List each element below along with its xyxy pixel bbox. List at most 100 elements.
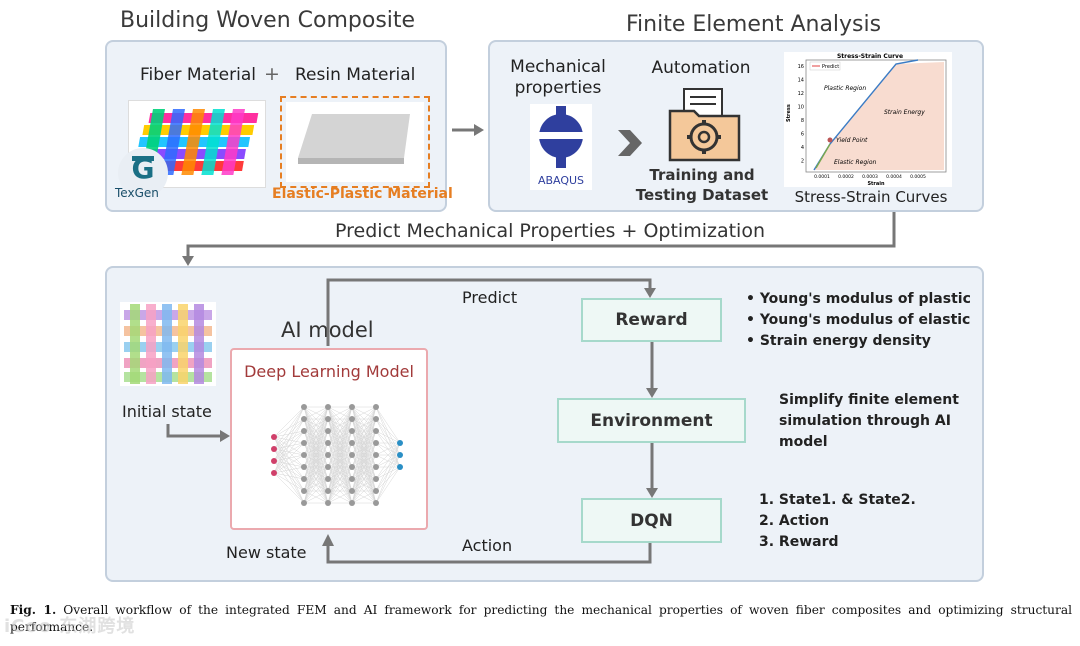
env-note-line: model [779,434,828,450]
training-line1: Training and [649,166,755,184]
new-state-label: New state [226,543,307,562]
mini-yield-annot: Yield Point [836,137,868,144]
nn-node [271,446,277,452]
mini-xtick: 0.0002 [838,174,854,180]
reward-box: Reward [581,298,722,342]
nn-node [325,476,331,482]
mini-chart-title: Stress-Strain Curve [837,53,903,60]
environment-box: Environment [557,398,746,443]
mini-elastic-annot: Elastic Region [834,159,876,166]
nn-node [397,452,403,458]
predict-label: Predict [462,288,518,307]
nn-node [373,452,379,458]
nn-node [349,440,355,446]
woven-composite-title: Building Woven Composite [120,8,416,33]
nn-node [271,434,277,440]
nn-node [397,440,403,446]
stress-strain-label: Stress-Strain Curves [794,188,948,206]
mini-ytick: 6 [801,132,804,138]
nn-node [301,404,307,410]
reward-bullet: • Young's modulus of elastic [746,312,971,328]
texgen-label: TexGen [115,186,159,200]
mech-props-line2: properties [514,78,602,98]
nn-node [349,476,355,482]
nn-node [325,452,331,458]
abaqus-label: ABAQUS [537,174,585,187]
mini-energy-annot: Strain Energy [884,109,925,116]
arrow-to-fea [452,124,484,136]
dl-model-title: Deep Learning Model [244,362,414,381]
nn-node [349,404,355,410]
nn-node [373,476,379,482]
mini-ytick: 12 [798,91,804,97]
nn-node [325,428,331,434]
action-label: Action [462,536,513,555]
elastic-plastic-label: Elastic-Plastic Material [272,186,453,202]
resin-material-label: Resin Material [295,65,416,85]
nn-node [325,500,331,506]
nn-node [301,488,307,494]
nn-node [325,464,331,470]
reward-bullets: • Young's modulus of plastic • Young's m… [746,289,971,352]
caption-text: Overall workflow of the integrated FEM a… [10,603,1073,634]
nn-node [373,488,379,494]
environment-note: Simplify finite element simulation throu… [779,390,959,453]
initial-state-arrow [166,424,230,442]
watermark: iCoo 东湖跨境 [4,616,136,637]
mini-xtick: 0.0005 [910,174,926,180]
chevron-right-icon [618,130,642,156]
nn-node [373,440,379,446]
mini-ytick: 10 [798,105,804,111]
neural-network-graphic [271,404,403,506]
nn-node [325,416,331,422]
mini-xtick: 0.0001 [814,174,830,180]
nn-node [301,500,307,506]
initial-state-label: Initial state [122,402,212,421]
nn-node [373,500,379,506]
nn-node [325,404,331,410]
figure-caption: Fig. 1. Overall workflow of the integrat… [10,602,1072,636]
texgen-logo: G [118,148,168,198]
deep-learning-box: Deep Learning Model [230,348,428,530]
nn-node [397,464,403,470]
nn-node [349,452,355,458]
mini-ylabel: Stress [786,104,792,122]
nn-node [349,500,355,506]
mini-ytick: 4 [801,145,804,151]
nn-node [301,428,307,434]
fea-title: Finite Element Analysis [626,12,882,37]
stress-strain-chart: Stress-Strain Curve Predict Plastic Regi… [784,52,952,187]
nn-node [301,476,307,482]
env-note-line: Simplify finite element [779,392,959,408]
predict-optimize-connector [182,212,896,266]
nn-node [373,464,379,470]
nn-node [271,458,277,464]
nn-node [373,404,379,410]
nn-node [301,464,307,470]
automation-label: Automation [651,58,751,78]
vertical-flow-arrows [646,342,658,498]
mini-chart-legend: Predict [822,64,839,70]
dqn-list-item: 1. State1. & State2. [759,492,916,508]
mini-xtick: 0.0003 [862,174,878,180]
mini-ytick: 2 [801,159,804,165]
nn-node [373,416,379,422]
plus-sign: + [264,63,280,85]
reward-bullet: • Strain energy density [746,333,931,349]
fiber-material-label: Fiber Material [140,65,256,85]
caption-label: Fig. 1. [10,603,57,617]
abaqus-logo: ABAQUS [530,104,592,190]
nn-node [325,488,331,494]
initial-state-image [120,302,216,386]
nn-node [325,440,331,446]
dqn-list-item: 3. Reward [759,534,839,550]
dqn-list-item: 2. Action [759,513,830,529]
dqn-box: DQN [581,498,722,543]
mini-xtick: 0.0004 [886,174,902,180]
mech-props-line1: Mechanical [510,57,606,77]
mini-ytick: 8 [801,118,804,124]
nn-node [349,416,355,422]
nn-node [271,470,277,476]
nn-node [373,428,379,434]
connector-label: Predict Mechanical Properties + Optimiza… [335,220,765,242]
